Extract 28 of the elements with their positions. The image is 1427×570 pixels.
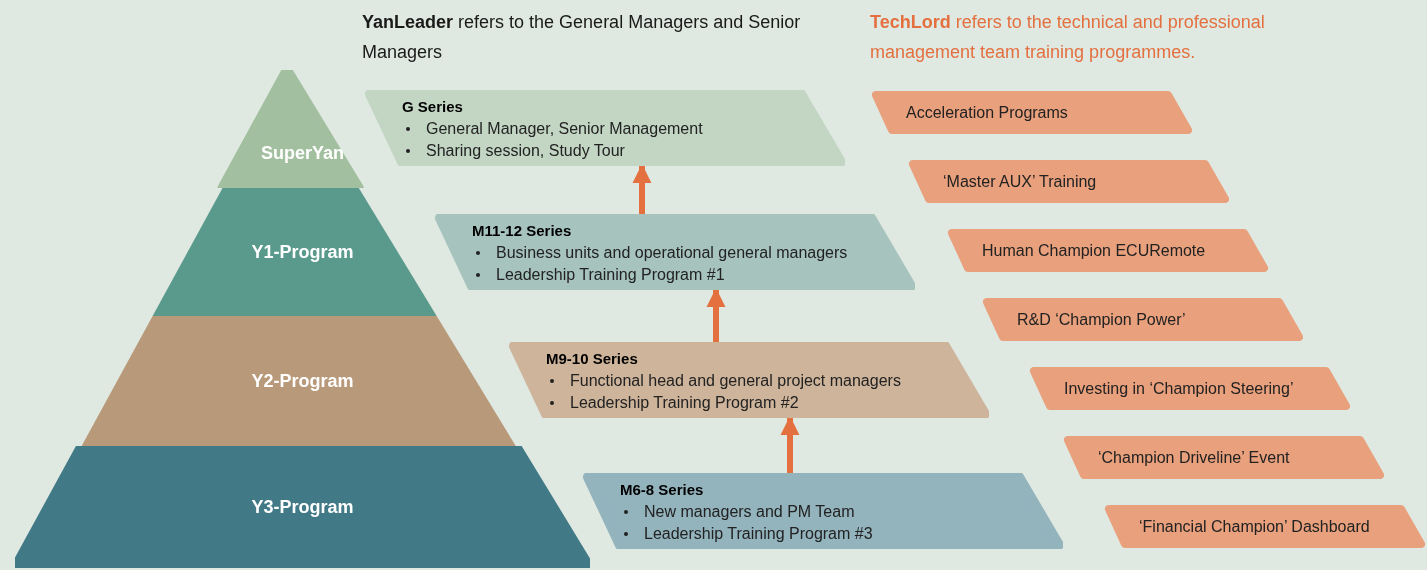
program-name: ‘Champion Driveline’ Event (1097, 447, 1290, 468)
program-name: Human Champion ECURemote (981, 240, 1206, 261)
bullet-text: Sharing session, Study Tour (426, 141, 625, 161)
up-arrow (632, 164, 652, 214)
program-name: Investing in ‘Champion Steering’ (1063, 378, 1294, 399)
level-label: Y3-Program (251, 495, 354, 519)
level-label: Y1-Program (251, 240, 354, 264)
series-heading: M9-10 Series (546, 349, 638, 369)
intro-note: TechLord refers to the technical and professional management team training programmes. (870, 11, 1266, 64)
bullet-text: Leadership Training Program #1 (496, 265, 725, 285)
bullet-text: Leadership Training Program #2 (570, 393, 799, 413)
up-arrow (706, 288, 726, 342)
bullet-text: General Manager, Senior Management (426, 119, 703, 139)
up-arrow (780, 416, 800, 473)
bullet-text: Business units and operational general managers (496, 243, 848, 263)
series-heading: M11-12 Series (472, 221, 572, 241)
bullet-text: Leadership Training Program #3 (644, 524, 873, 544)
program-name: ‘Master AUX’ Training (942, 171, 1097, 192)
series-heading: G Series (402, 97, 463, 117)
program-name: ‘Financial Champion’ Dashboard (1138, 516, 1370, 537)
bullet-text: Functional head and general project managers (570, 371, 901, 391)
level-label: SuperYan (261, 141, 344, 165)
series-heading: M6-8 Series (620, 480, 704, 500)
level-label: Y2-Program (251, 369, 354, 393)
intro-note: YanLeader refers to the General Managers and Senior Managers (362, 11, 802, 64)
program-name: Acceleration Programs (905, 102, 1068, 123)
program-name: R&D ‘Champion Power’ (1016, 309, 1186, 330)
bullet-text: New managers and PM Team (644, 502, 855, 522)
